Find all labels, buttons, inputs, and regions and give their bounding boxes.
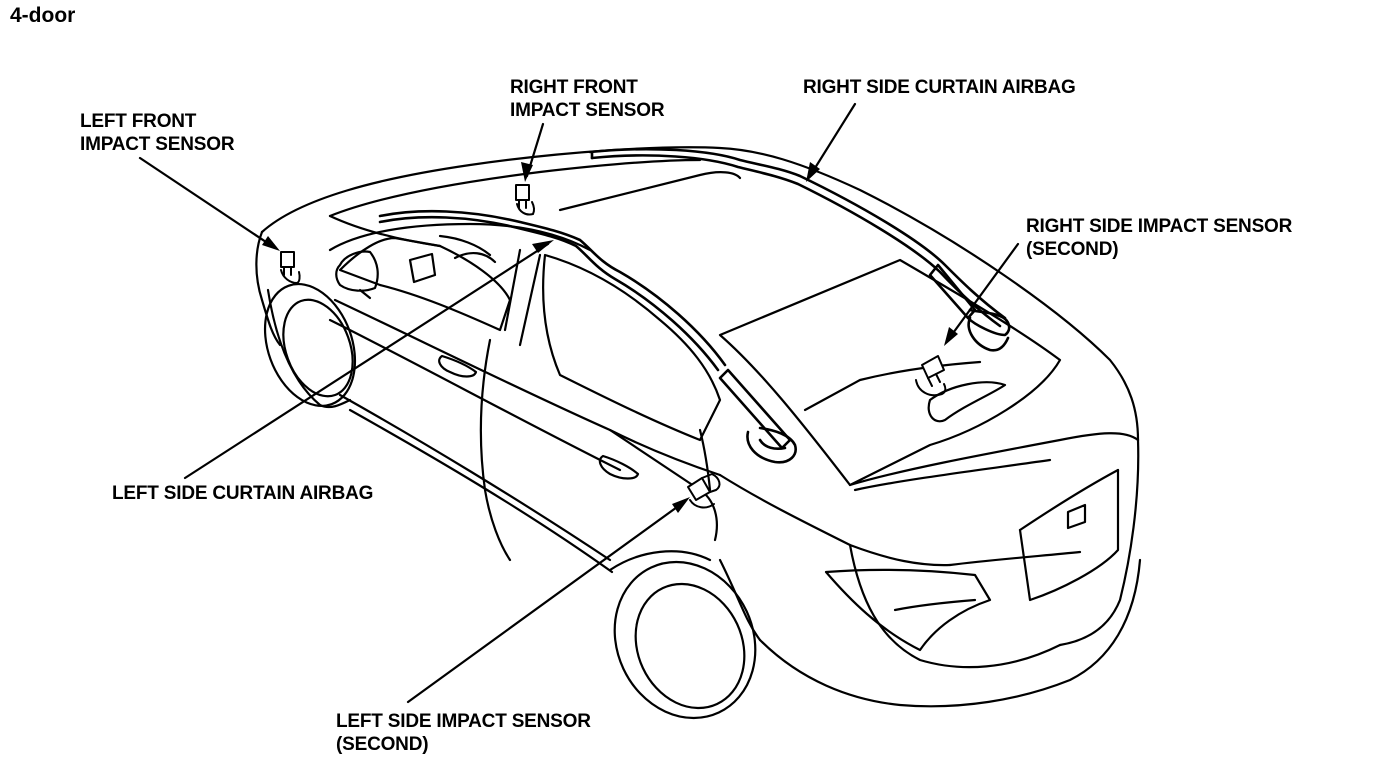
label-left-side-impact-sensor-second: LEFT SIDE IMPACT SENSOR (SECOND) bbox=[336, 711, 591, 755]
left-side-impact-sensor-second bbox=[687, 473, 721, 509]
label-left-side-curtain-airbag: LEFT SIDE CURTAIN AIRBAG bbox=[112, 483, 374, 504]
left-side-curtain-airbag bbox=[378, 209, 797, 464]
right-side-curtain-airbag bbox=[588, 147, 1011, 352]
label-right-side-curtain-airbag: RIGHT SIDE CURTAIN AIRBAG bbox=[803, 77, 1076, 98]
label-left-front-impact-sensor: LEFT FRONT IMPACT SENSOR bbox=[80, 111, 235, 155]
rear-left-wheel bbox=[608, 550, 757, 720]
leader-arrowheads bbox=[262, 162, 958, 513]
front-left-wheel bbox=[263, 282, 357, 409]
right-front-impact-sensor bbox=[515, 184, 536, 216]
left-front-impact-sensor bbox=[280, 251, 301, 284]
label-right-side-impact-sensor-second: RIGHT SIDE IMPACT SENSOR (SECOND) bbox=[1026, 216, 1293, 260]
right-side-impact-sensor-second bbox=[915, 355, 947, 397]
page-title: 4-door bbox=[10, 4, 76, 27]
label-right-front-impact-sensor: RIGHT FRONT IMPACT SENSOR bbox=[510, 77, 665, 121]
leader-lines bbox=[138, 102, 1020, 704]
car-body-outline bbox=[255, 146, 1142, 708]
